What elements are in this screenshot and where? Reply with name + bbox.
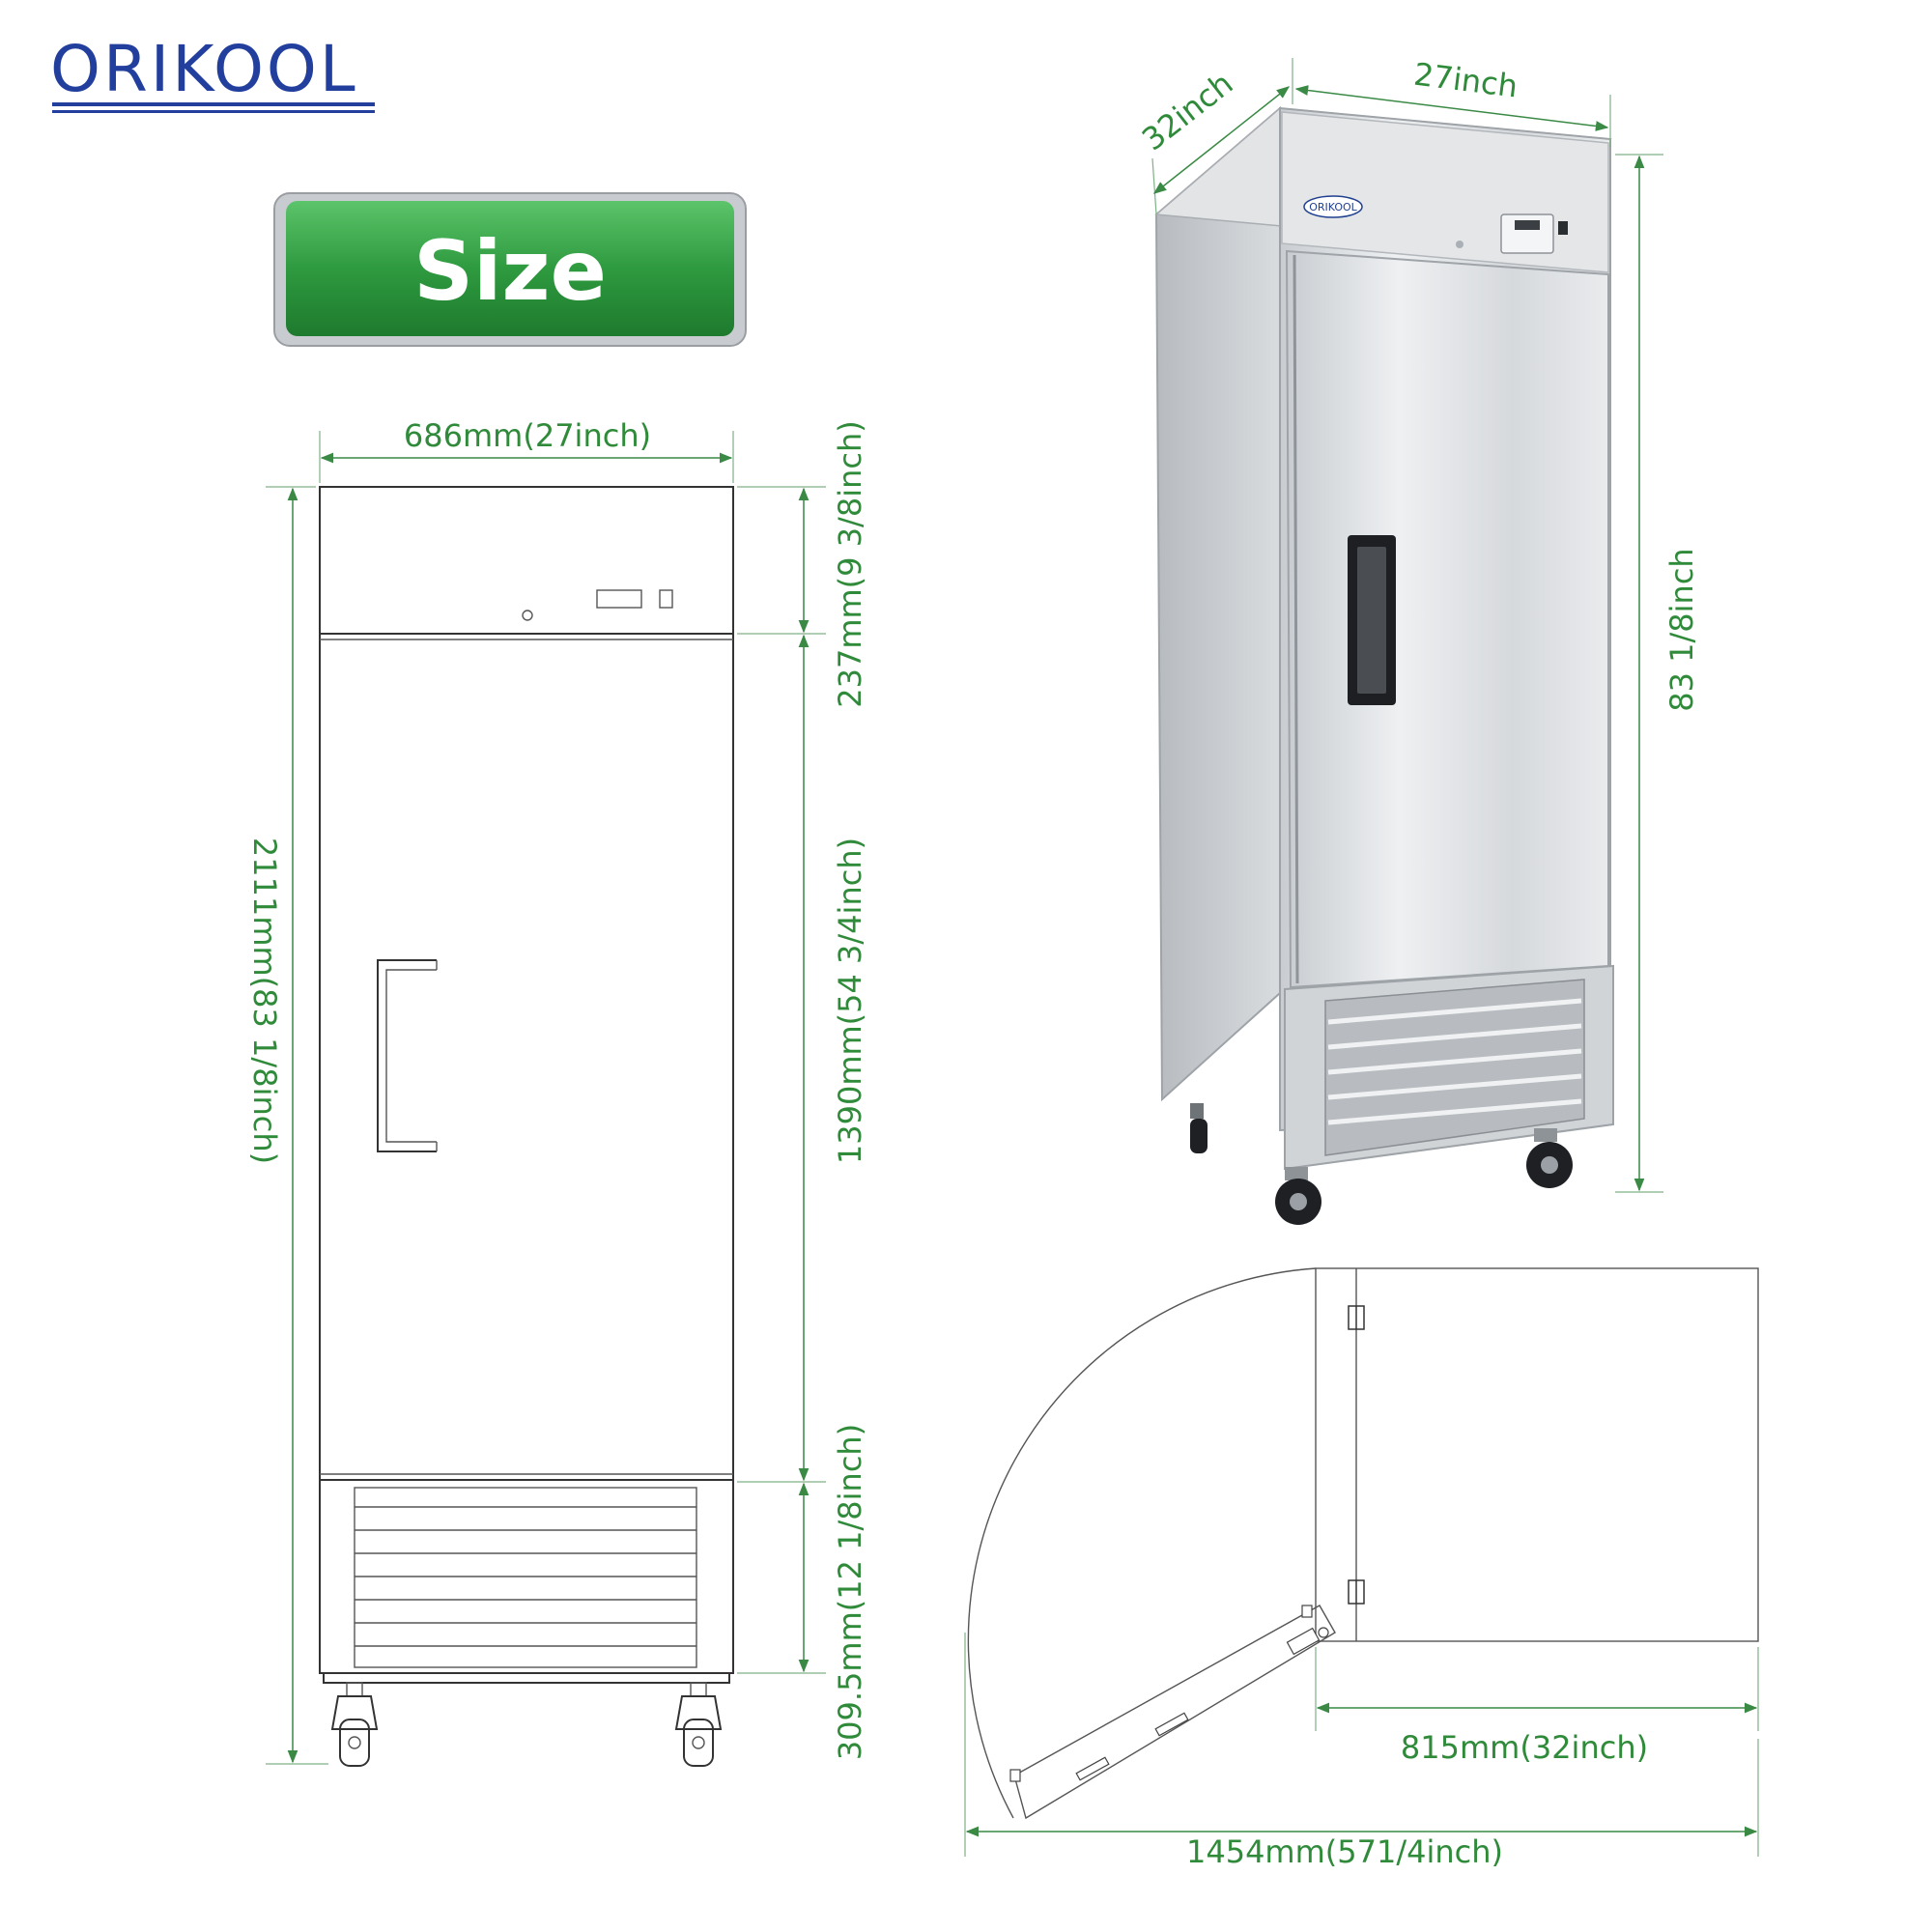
brand-logo: ORIKOOL bbox=[50, 32, 375, 113]
product-photo: ORIKOOL bbox=[1154, 105, 1614, 1225]
base-height-label: 309.5mm(12 1/8inch) bbox=[832, 1424, 868, 1760]
photo-height-dimension: 83 1/8inch bbox=[1615, 154, 1700, 1193]
hinge-icon bbox=[1286, 1627, 1321, 1656]
door-height-label: 1390mm(54 3/4inch) bbox=[832, 838, 868, 1164]
size-badge: Size bbox=[273, 192, 747, 347]
bottom-rail bbox=[323, 1672, 730, 1684]
photo-width-label: 27inch bbox=[1412, 56, 1520, 105]
front-width-dimension: 686mm(27inch) bbox=[319, 417, 734, 483]
door bbox=[319, 633, 734, 1481]
photo-vent-grille bbox=[1324, 979, 1585, 1156]
caster-wheel-icon bbox=[330, 1682, 379, 1767]
door-logo-badge bbox=[1303, 195, 1363, 218]
display-icon bbox=[1500, 213, 1554, 254]
door-swing-dimension: 1454mm(571/4inch) bbox=[964, 1633, 1759, 1870]
hinge-icon bbox=[1009, 1769, 1021, 1782]
lock-icon bbox=[522, 610, 533, 621]
front-width-label: 686mm(27inch) bbox=[404, 417, 651, 454]
total-height-label: 2111mm(83 1/8inch) bbox=[246, 838, 283, 1164]
cabinet-plan bbox=[1315, 1267, 1759, 1642]
top-depth-label: 815mm(32inch) bbox=[1401, 1729, 1648, 1766]
door-handle bbox=[377, 959, 437, 1152]
caster-wheel-icon bbox=[674, 1682, 723, 1767]
hinge-icon bbox=[1348, 1579, 1365, 1605]
door-swing-label: 1454mm(571/4inch) bbox=[1186, 1833, 1503, 1870]
open-door bbox=[1013, 1605, 1336, 1820]
caster-wheel-icon bbox=[1190, 1103, 1208, 1153]
cabinet-side bbox=[1154, 105, 1281, 1102]
brand-name: ORIKOOL bbox=[50, 32, 358, 106]
vent-slats bbox=[355, 1506, 696, 1647]
front-view-drawing bbox=[319, 486, 734, 1767]
caster-wheel-icon bbox=[1275, 1167, 1321, 1225]
photo-door bbox=[1285, 249, 1609, 989]
photo-height-label: 83 1/8inch bbox=[1663, 548, 1700, 711]
hinge-icon bbox=[1301, 1605, 1313, 1618]
photo-vent-slats bbox=[1327, 998, 1582, 1125]
display-screen bbox=[1515, 220, 1540, 230]
badge-label: Size bbox=[413, 223, 607, 320]
lock-icon bbox=[1456, 241, 1463, 248]
top-panel-label: 237mm(9 3/8inch) bbox=[832, 420, 868, 707]
top-panel-dimension: 237mm(9 3/8inch) bbox=[737, 420, 868, 708]
door-swing-arc bbox=[967, 1267, 1317, 1819]
top-depth-dimension: 815mm(32inch) bbox=[1315, 1647, 1759, 1766]
top-panel bbox=[319, 486, 734, 635]
switch-icon bbox=[659, 589, 673, 609]
arrow-icon bbox=[1152, 86, 1291, 194]
arrow-icon bbox=[1294, 85, 1609, 131]
vent-grille bbox=[354, 1487, 697, 1668]
total-height-dimension: 2111mm(83 1/8inch) bbox=[246, 486, 328, 1765]
caster-wheel-icon bbox=[1526, 1128, 1573, 1188]
switch-icon bbox=[1558, 221, 1568, 235]
door-logo: ORIKOOL bbox=[1309, 201, 1357, 213]
photo-depth-label: 32inch bbox=[1135, 65, 1239, 157]
top-view-drawing bbox=[967, 1267, 1759, 1820]
display-icon bbox=[596, 589, 642, 609]
hinge-icon bbox=[1348, 1305, 1365, 1330]
door-dimension: 1390mm(54 3/4inch) bbox=[737, 634, 868, 1483]
brand-underline-2 bbox=[52, 110, 375, 113]
base-dimension: 309.5mm(12 1/8inch) bbox=[737, 1424, 868, 1760]
brand-underline bbox=[52, 102, 375, 106]
